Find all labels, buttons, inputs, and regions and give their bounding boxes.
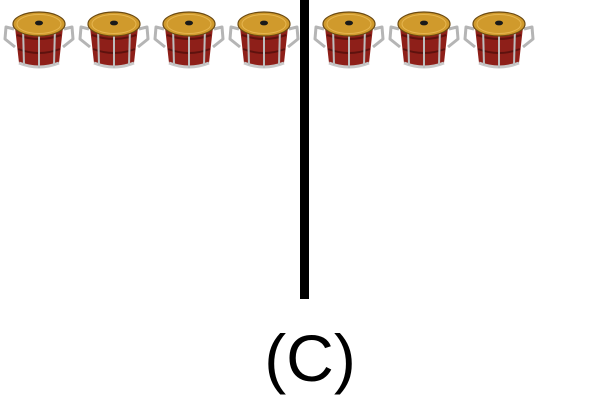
drum-icon (3, 5, 75, 71)
caption-label: (C) (264, 321, 356, 395)
drum-icon (228, 5, 300, 71)
divider-line (300, 0, 309, 299)
drum-icon (313, 5, 385, 71)
drum-group-right (313, 5, 535, 71)
drum-group-left (3, 5, 300, 71)
drum-icon (78, 5, 150, 71)
drum-icon (463, 5, 535, 71)
drum-icon (388, 5, 460, 71)
drum-icon (153, 5, 225, 71)
